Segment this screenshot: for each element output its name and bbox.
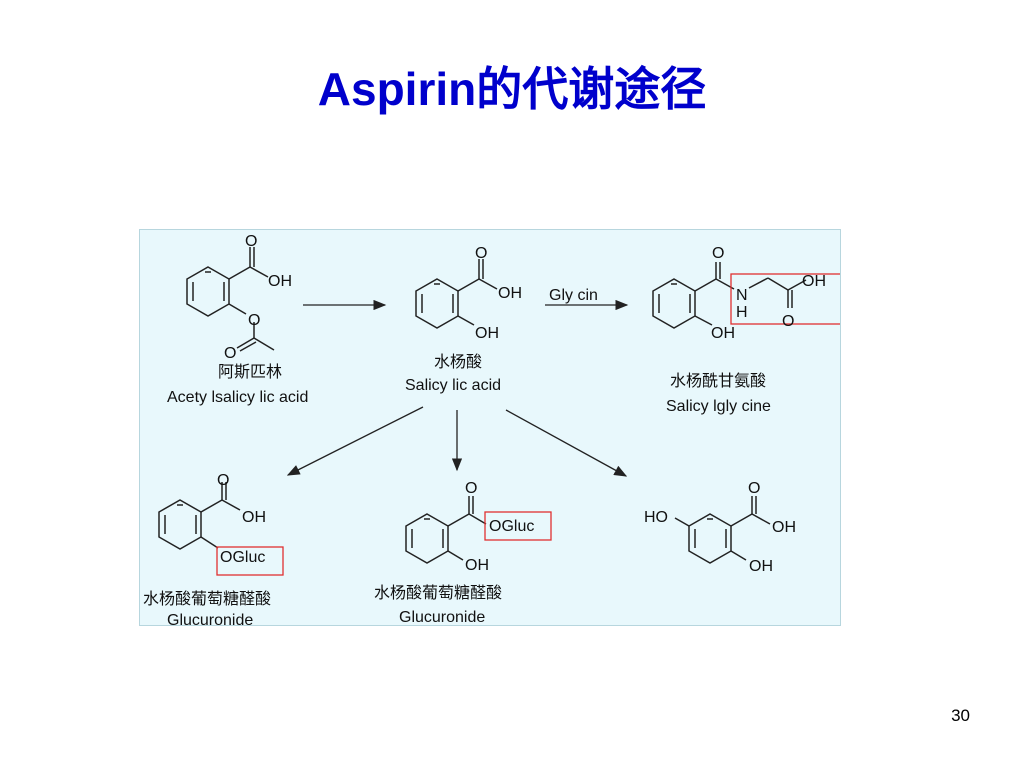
aspirin-structure bbox=[186, 247, 275, 352]
salicyluric-atom-o-bottom: O bbox=[782, 313, 794, 330]
arrow-to-gentisic-acid bbox=[505, 409, 628, 477]
aspirin-name-en: Acety lsalicy lic acid bbox=[167, 389, 308, 406]
ester-glucuronide-structure bbox=[158, 482, 241, 550]
salicyluric-atom-n: N bbox=[736, 287, 748, 304]
gentisic-atom-oh: OH bbox=[772, 519, 796, 536]
arrow-to-ester-glucuronide bbox=[286, 406, 424, 476]
salicylic-name-cn: 水杨酸 bbox=[434, 353, 482, 371]
salicyluric-atom-o-top: O bbox=[712, 245, 724, 262]
salicylic-atom-o-top: O bbox=[475, 245, 487, 262]
salicyluric-name-cn: 水杨酰甘氨酸 bbox=[670, 372, 766, 390]
ether-gluc-name-en: Glucuronide bbox=[399, 609, 485, 625]
salicyluric-atom-h: H bbox=[736, 304, 748, 321]
glycine-highlight-box bbox=[730, 273, 840, 325]
aspirin-atom-o-ester: O bbox=[248, 312, 260, 329]
salicylic-atom-oh: OH bbox=[498, 285, 522, 302]
salicyluric-atom-oh: OH bbox=[802, 273, 826, 290]
ether-ogluc-highlight-box bbox=[484, 511, 552, 541]
ester-gluc-atom-ogluc: OGluc bbox=[220, 549, 265, 566]
gentisic-acid-structure bbox=[674, 496, 771, 564]
ether-gluc-atom-o-top: O bbox=[465, 480, 477, 497]
slide-title: Aspirin的代谢途径 bbox=[317, 63, 707, 115]
salicylic-acid-structure bbox=[415, 259, 498, 329]
ether-gluc-atom-oh-ring: OH bbox=[465, 557, 489, 574]
salicyluric-name-en: Salicy lgly cine bbox=[666, 398, 771, 415]
aspirin-atom-o-carbonyl: O bbox=[224, 345, 236, 362]
glycine-label: Gly cin bbox=[549, 287, 598, 304]
diagram-canvas: O OH O O 阿斯匹林 Acety lsalicy lic acid O O… bbox=[143, 233, 840, 625]
salicylic-atom-oh-ring: OH bbox=[475, 325, 499, 342]
aspirin-atom-o-top: O bbox=[245, 233, 257, 250]
gentisic-atom-o-top: O bbox=[748, 480, 760, 497]
ether-gluc-name-cn: 水杨酸葡萄糖醛酸 bbox=[374, 584, 502, 602]
aspirin-name-cn: 阿斯匹林 bbox=[218, 363, 282, 381]
ether-glucuronide-structure bbox=[405, 496, 487, 564]
aspirin-atom-oh: OH bbox=[268, 273, 292, 290]
ester-gluc-atom-o-top: O bbox=[217, 472, 229, 489]
salicyluric-atom-oh-ring: OH bbox=[711, 325, 735, 342]
gentisic-atom-ho: HO bbox=[644, 509, 668, 526]
gentisic-atom-oh-ring: OH bbox=[749, 558, 773, 575]
salicylic-name-en: Salicy lic acid bbox=[405, 377, 501, 394]
slide-number: 30 bbox=[951, 706, 970, 725]
metabolism-diagram: O OH O O 阿斯匹林 Acety lsalicy lic acid O O… bbox=[139, 229, 841, 626]
ester-gluc-name-cn: 水杨酸葡萄糖醛酸 bbox=[143, 590, 271, 608]
ether-gluc-atom-ogluc: OGluc bbox=[489, 518, 534, 535]
ester-gluc-atom-oh: OH bbox=[242, 509, 266, 526]
ester-ogluc-highlight-box bbox=[216, 546, 284, 576]
ester-gluc-name-en: Glucuronide bbox=[167, 612, 253, 625]
